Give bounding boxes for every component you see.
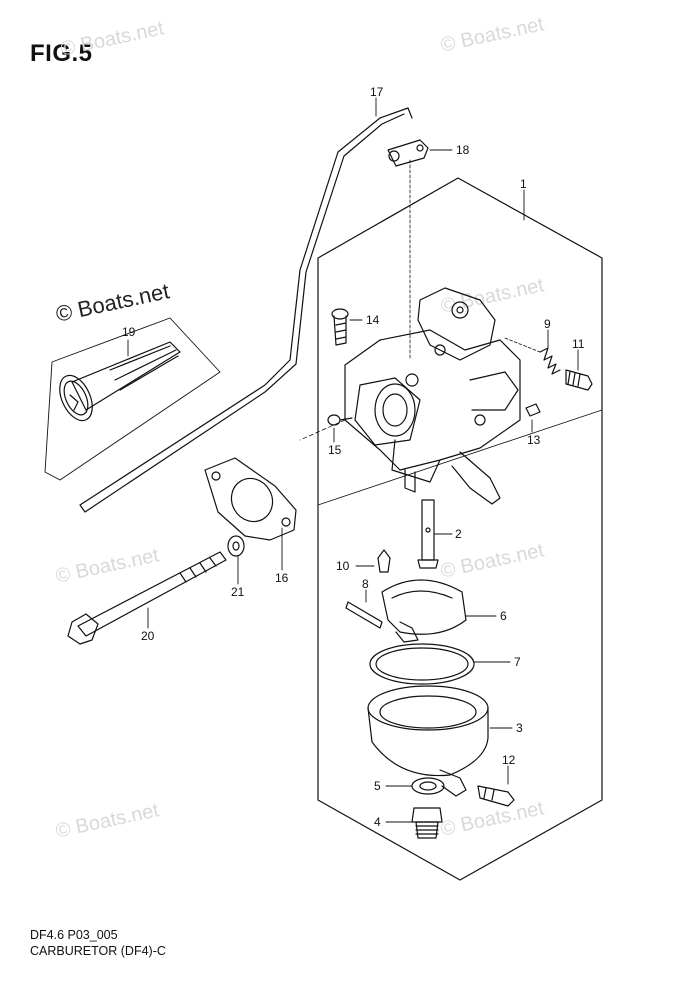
callout-7: 7 xyxy=(514,655,521,669)
leader-lines xyxy=(127,97,579,823)
o-ring xyxy=(369,643,475,685)
screw xyxy=(331,308,349,346)
component-frame xyxy=(44,317,221,481)
callout-20: 20 xyxy=(141,629,155,643)
small-screw xyxy=(327,414,353,426)
callout-8: 8 xyxy=(362,577,369,591)
callout-3: 3 xyxy=(516,721,523,735)
callout-17: 17 xyxy=(370,85,384,99)
figure-code: DF4.6 P03_005 xyxy=(30,928,118,942)
gasket xyxy=(204,457,297,541)
assembly-outline xyxy=(317,177,603,881)
callout-1: 1 xyxy=(520,177,527,191)
callout-16: 16 xyxy=(275,571,289,585)
float-needle xyxy=(377,549,391,573)
callout-9: 9 xyxy=(544,317,551,331)
choke-rod xyxy=(79,107,413,513)
callout-10: 10 xyxy=(336,559,350,573)
long-bolt xyxy=(67,551,227,645)
callout-14: 14 xyxy=(366,313,380,327)
drain-bolt xyxy=(411,807,443,839)
callout-4: 4 xyxy=(374,815,381,829)
callout-18: 18 xyxy=(456,143,470,157)
float-bowl xyxy=(367,685,489,797)
leader-dashed xyxy=(504,337,541,353)
gasket-washer xyxy=(411,777,445,795)
callout-12: 12 xyxy=(502,753,516,767)
callout-6: 6 xyxy=(500,609,507,623)
small-screw xyxy=(525,403,541,417)
callout-19: 19 xyxy=(122,325,136,339)
callout-21: 21 xyxy=(231,585,245,599)
washer xyxy=(227,535,245,557)
callout-2: 2 xyxy=(455,527,462,541)
bowl-screw xyxy=(477,785,515,807)
figure-title: FIG.5 xyxy=(30,40,93,67)
adjust-screw xyxy=(565,369,593,391)
float-pin xyxy=(345,601,383,629)
callout-labels: 17 18 1 14 9 11 13 15 19 2 10 8 6 7 3 12… xyxy=(122,85,585,829)
callout-15: 15 xyxy=(328,443,342,457)
shaft-knob xyxy=(59,341,181,422)
rod-clip xyxy=(387,139,429,167)
float xyxy=(381,579,467,643)
callout-5: 5 xyxy=(374,779,381,793)
assembly-divider xyxy=(317,409,603,506)
main-jet xyxy=(417,499,439,569)
carburetor-body xyxy=(299,287,521,505)
figure-caption: CARBURETOR (DF4)-C xyxy=(30,944,166,958)
callout-13: 13 xyxy=(527,433,541,447)
spring xyxy=(539,347,561,375)
callout-11: 11 xyxy=(572,337,585,351)
